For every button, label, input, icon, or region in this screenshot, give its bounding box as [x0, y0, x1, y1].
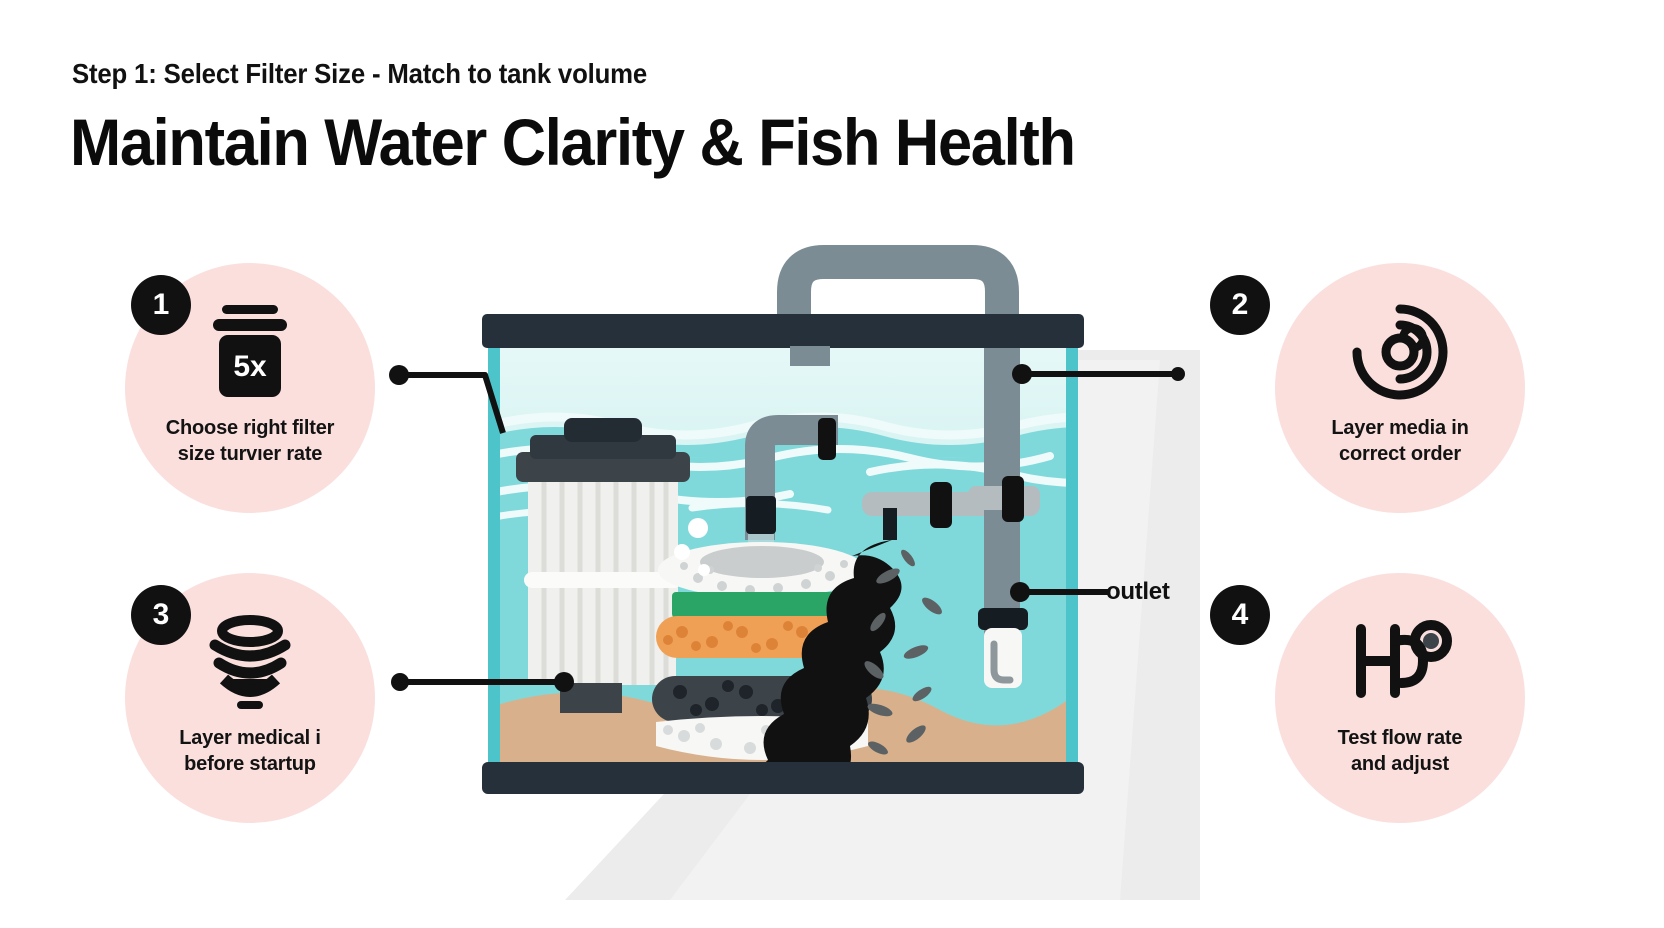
- layered-media-circle-icon: [1345, 297, 1455, 407]
- leader-line-3: [391, 672, 574, 692]
- badge-4-line2: and adjust: [1350, 753, 1449, 776]
- badge-4-line1: Test flow rate: [1337, 727, 1463, 749]
- glass-left-edge: [488, 326, 500, 768]
- media-stack-inlet-pipe: [745, 415, 838, 568]
- page-title: Maintain Water Clarity & Fish Health: [70, 105, 1076, 179]
- badge-3-line2: before startup: [184, 753, 316, 776]
- badge-2-line1: Layer media in: [1331, 417, 1469, 439]
- badge-3[interactable]: 3 Layer medical i before startup: [125, 573, 375, 823]
- badge-4-number: 4: [1210, 585, 1270, 645]
- badge-1-number: 1: [131, 275, 191, 335]
- handle-pipe: [777, 245, 1019, 720]
- badge-2-number: 2: [1210, 275, 1270, 335]
- badge-3-text: Layer medical i before startup: [125, 725, 375, 778]
- badge-3-line1: Layer medical i: [179, 727, 321, 749]
- badge-4[interactable]: 4 Test flow rate and adjust: [1210, 573, 1525, 823]
- badge-2[interactable]: 2 Layer media in correct order: [1210, 263, 1525, 513]
- filter-canister-5x-icon: 5x: [195, 297, 305, 407]
- leader-line-2: [1012, 364, 1185, 384]
- badge-1-text: Choose right filter size turvıer rate: [125, 415, 375, 468]
- tank-top-rim: [482, 314, 1084, 348]
- badge-1-line1: Choose right filter: [165, 417, 335, 439]
- badge-1-line2: size turvıer rate: [177, 443, 323, 466]
- badge-1[interactable]: 1 5x Choose right filter size turvıer ra…: [125, 263, 375, 513]
- leader-line-1: [389, 365, 506, 434]
- bubbles: [674, 518, 710, 576]
- cartridge-filter: [516, 418, 690, 713]
- flow-valve-gauge-icon: [1345, 607, 1455, 717]
- tank-water: [488, 326, 1078, 766]
- stacked-media-bowls-icon: [195, 607, 305, 717]
- step-label: Step 1: Select Filter Size - Match to ta…: [72, 58, 648, 89]
- badge-4-disc: [1275, 573, 1525, 823]
- badge-2-line2: correct order: [1339, 443, 1461, 466]
- tank-bottom-rim: [482, 762, 1084, 794]
- badge-4-text: Test flow rate and adjust: [1275, 725, 1525, 778]
- canister-multiplier-text: 5x: [233, 350, 267, 383]
- badge-3-number: 3: [131, 585, 191, 645]
- aquarium-illustration: [460, 240, 1200, 900]
- glass-right-edge: [1066, 326, 1078, 768]
- leader-line-outlet: [1010, 582, 1108, 602]
- badge-2-text: Layer media in correct order: [1275, 415, 1525, 468]
- outlet-label: outlet: [1106, 578, 1170, 605]
